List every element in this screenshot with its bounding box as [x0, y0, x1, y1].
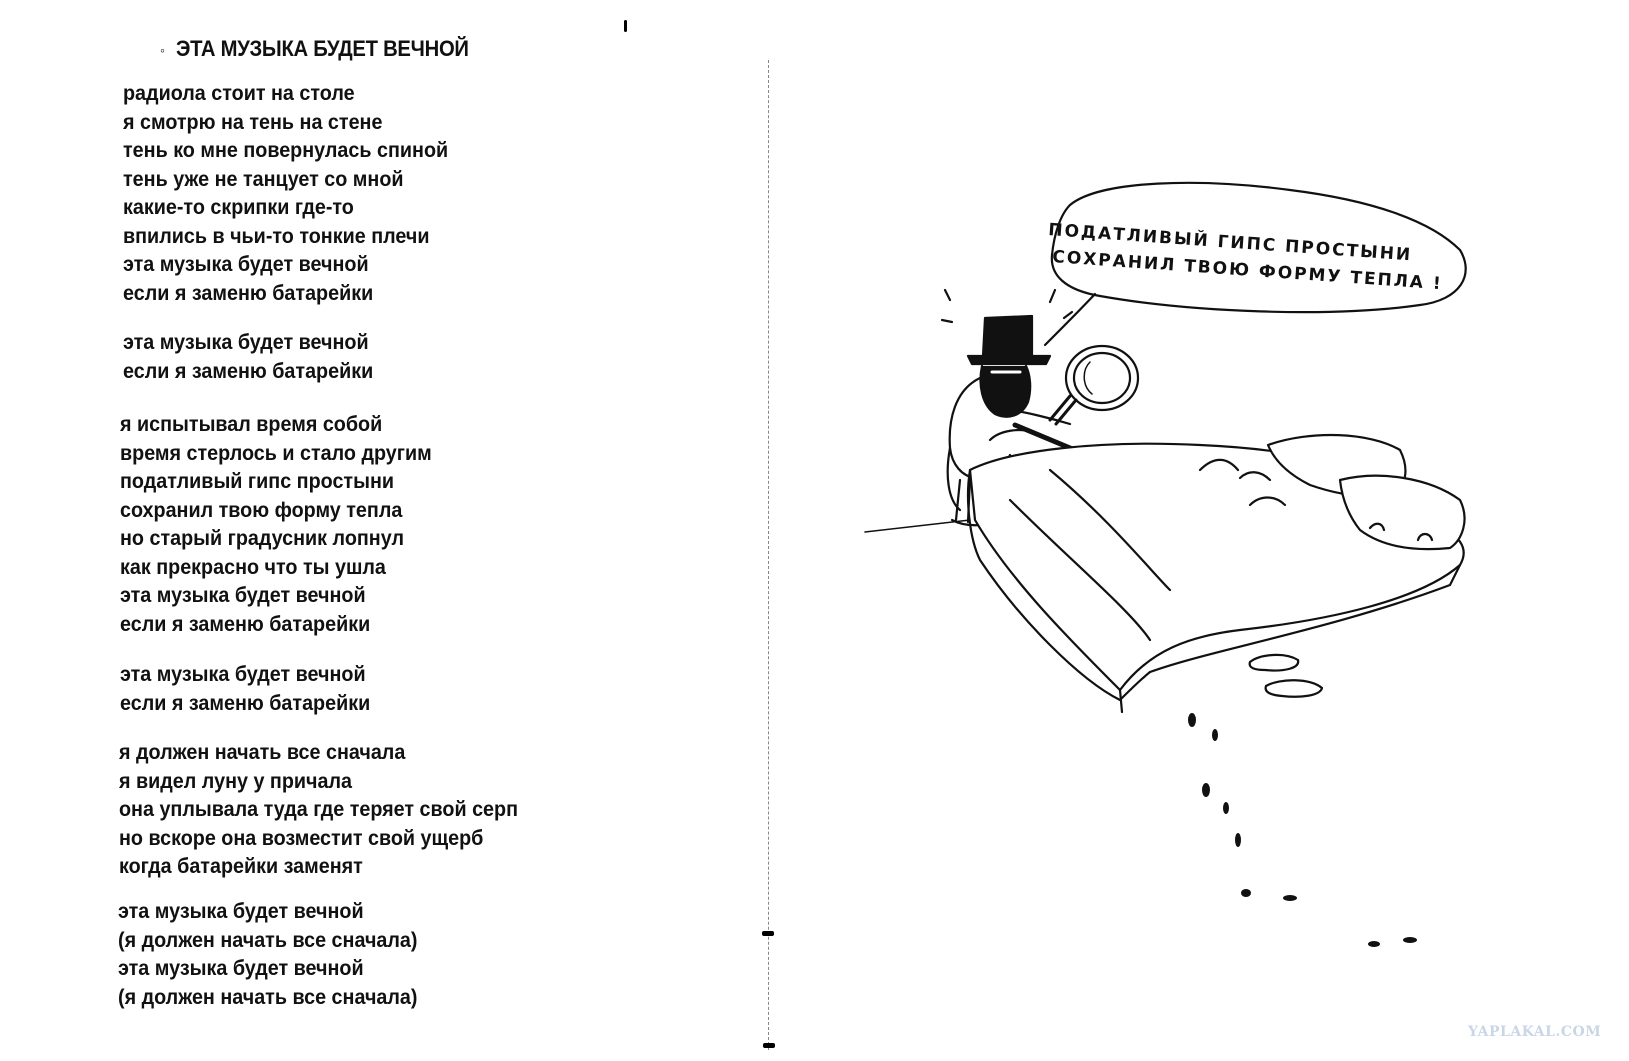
poem-line: радиола стоит на столе: [123, 82, 355, 105]
poem-line: (я должен начать все сначала): [118, 985, 418, 1009]
poem-line: сохранил твою форму тепла: [120, 498, 403, 522]
poem-line: если я заменю батарейки: [123, 281, 374, 305]
speech-bubble-tail: [1043, 292, 1097, 347]
poem-line: эта музыка будет вечной: [120, 663, 366, 686]
poem-line: я должен начать все сначала: [119, 741, 406, 764]
watermark: YAPLAKAL.COM: [1468, 1024, 1602, 1040]
stanza-3: я испытывал время собой время стерлось и…: [120, 411, 452, 639]
stanza-1: радиола стоит на столе я смотрю на тень …: [123, 80, 469, 308]
scan-speck: [763, 1043, 775, 1048]
poem-line: податливый гипс простыни: [120, 470, 395, 493]
left-page: ◦ ЭТА МУЗЫКА БУДЕТ ВЕЧНОЙ радиола стоит …: [0, 0, 770, 1061]
stanza-4: эта музыка будет вечной если я заменю ба…: [120, 661, 386, 718]
poem-line: когда батарейки заменят: [119, 855, 363, 878]
poem-line: впились в чьи-то тонкие плечи: [123, 224, 430, 248]
stanza-5: я должен начать все сначала я видел луну…: [119, 739, 543, 882]
poem-line: тень уже не танцует со мной: [123, 167, 404, 191]
speech-bubble: [1050, 181, 1467, 314]
poem-line: я видел луну у причала: [119, 769, 352, 793]
poem-line: я испытывал время собой: [120, 413, 383, 436]
poem-line: какие-то скрипки где-то: [123, 196, 354, 219]
detective-figure: [940, 288, 1164, 527]
poem-line: эта музыка будет вечной: [118, 957, 364, 980]
poem-line: (я должен начать все сначала): [118, 928, 418, 952]
footprints: [1188, 713, 1417, 947]
stanza-2: эта музыка будет вечной если я заменю ба…: [123, 329, 389, 386]
scan-speck: [762, 931, 774, 936]
poem-line: эта музыка будет вечной: [123, 331, 369, 354]
slippers: [1248, 653, 1324, 698]
pillow: [1338, 474, 1466, 551]
poem-line: она уплывала туда где теряет свой серп: [119, 798, 519, 821]
illustration: ПОДАТЛИВЫЙ ГИПС ПРОСТЫНИ СОХРАНИЛ ТВОЮ Ф…: [864, 181, 1467, 947]
poem-line: тень ко мне повернулась спиной: [123, 139, 449, 162]
right-page: ПОДАТЛИВЫЙ ГИПС ПРОСТЫНИ СОХРАНИЛ ТВОЮ Ф…: [770, 0, 1629, 1061]
poem-title: ЭТА МУЗЫКА БУДЕТ ВЕЧНОЙ: [176, 36, 469, 61]
poem-line: но старый градусник лопнул: [120, 527, 404, 550]
scan-speck: [624, 20, 627, 32]
poem-line: если я заменю батарейки: [123, 359, 374, 383]
poem-line: эта музыка будет вечной: [120, 584, 366, 607]
poem-line: если я заменю батарейки: [120, 691, 371, 715]
poem-line: время стерлось и стало другим: [120, 441, 432, 465]
magnifying-glass: [1048, 344, 1140, 426]
bed: [966, 433, 1466, 714]
poem-line: как прекрасно что ты ушла: [120, 555, 386, 579]
stanza-6: эта музыка будет вечной (я должен начать…: [118, 898, 437, 1012]
poem-line: эта музыка будет вечной: [123, 253, 369, 276]
poem-line: но вскоре она возместит свой ущерб: [119, 826, 484, 850]
poem-line: я смотрю на тень на стене: [123, 110, 383, 134]
title-mark: ◦: [160, 42, 165, 58]
poem-line: эта музыка будет вечной: [118, 900, 364, 923]
poem-line: если я заменю батарейки: [120, 612, 371, 636]
page-fold: [768, 60, 769, 1050]
